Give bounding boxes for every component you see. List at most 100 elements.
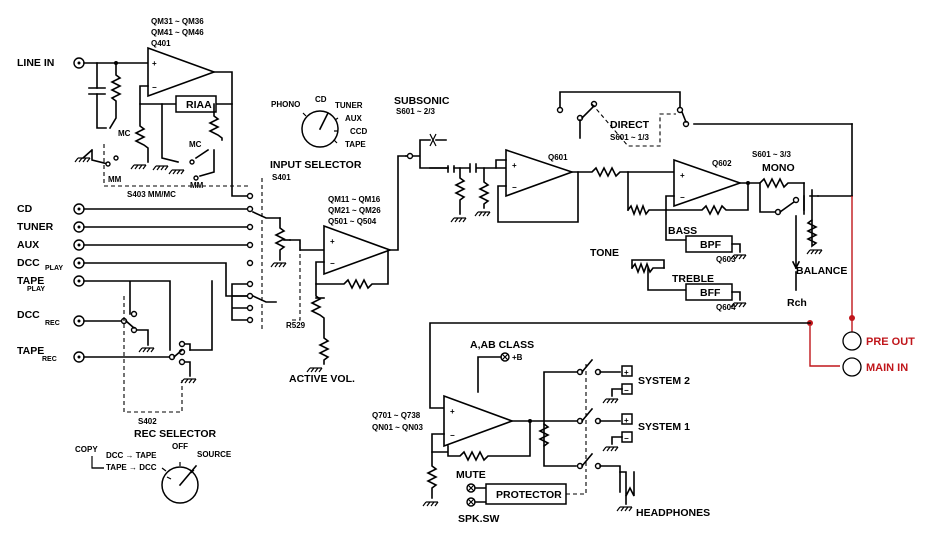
dcc-rec-label: DCC bbox=[17, 309, 40, 321]
treble-label: TREBLE bbox=[672, 273, 714, 285]
tone-label: TONE bbox=[590, 247, 619, 259]
tape-play-label: TAPE bbox=[17, 275, 44, 287]
tape-rec-label: TAPE bbox=[17, 345, 44, 357]
q601-opamp bbox=[505, 148, 575, 198]
svg-text:+: + bbox=[624, 368, 629, 377]
svg-text:REC: REC bbox=[42, 356, 57, 363]
line-in-label: LINE IN bbox=[17, 57, 54, 69]
svg-text:−: − bbox=[152, 83, 157, 92]
svg-text:+: + bbox=[624, 416, 629, 425]
q603-label: Q603 bbox=[716, 255, 736, 264]
qm-mid-3: Q501 ~ Q504 bbox=[328, 217, 377, 226]
plus-b-label: +B bbox=[512, 353, 523, 362]
svg-text:REC: REC bbox=[45, 320, 60, 327]
power-opamp bbox=[443, 394, 515, 448]
bpf-label: BPF bbox=[700, 239, 722, 251]
riaa-label: RIAA bbox=[186, 99, 212, 111]
mono-label: MONO bbox=[762, 162, 795, 174]
qm-top-2: QM41 ~ QM46 bbox=[151, 28, 204, 37]
main-in-label: MAIN IN bbox=[866, 362, 908, 374]
svg-text:−: − bbox=[680, 193, 685, 202]
phono-stage: LINE IN MC MM S403 MM/MC + − QM31 ~ QM36… bbox=[17, 17, 251, 199]
q604-label: Q604 bbox=[716, 303, 736, 312]
mc-label-1: MC bbox=[118, 129, 131, 138]
q601-label: Q601 bbox=[548, 153, 568, 162]
svg-text:PLAY: PLAY bbox=[27, 286, 45, 293]
system1-plus-terminal bbox=[621, 413, 633, 425]
svg-text:−: − bbox=[512, 183, 517, 192]
pre-out-jack[interactable] bbox=[842, 331, 862, 351]
dcc-play-label: DCC bbox=[17, 257, 40, 269]
active-volume-stage: QM11 ~ QM16 QM21 ~ QM26 Q501 ~ Q504 + − … bbox=[270, 155, 407, 385]
ccd-dial-label: CCD bbox=[350, 127, 368, 136]
rch-label: Rch bbox=[787, 297, 807, 309]
s402-label: S402 bbox=[138, 417, 157, 426]
tuner-label: TUNER bbox=[17, 221, 54, 233]
s403-label: S403 MM/MC bbox=[127, 190, 176, 199]
pre-out-label: PRE OUT bbox=[866, 336, 915, 348]
s601-13-label: S601 ~ 1/3 bbox=[610, 133, 649, 142]
qn01-label: QN01 ~ QN03 bbox=[372, 423, 423, 432]
spk-sw-label: SPK.SW bbox=[458, 513, 500, 525]
mm-label-2: MM bbox=[190, 181, 204, 190]
bff-label: BFF bbox=[700, 287, 721, 299]
svg-text:+: + bbox=[450, 407, 455, 416]
svg-text:−: − bbox=[624, 386, 629, 395]
direct-label: DIRECT bbox=[610, 119, 650, 131]
subsonic-direct-section: SUBSONIC S601 ~ 2/3 DIRECT S601 ~ 1/3 bbox=[394, 91, 853, 223]
svg-text:−: − bbox=[450, 431, 455, 440]
q602-label: Q602 bbox=[712, 159, 732, 168]
off-label: OFF bbox=[172, 442, 188, 451]
power-amp-section: A,AB CLASS +B Q701 ~ Q738 QN01 ~ QN03 + … bbox=[372, 339, 710, 525]
phono-opamp bbox=[147, 46, 217, 98]
balance-label: BALANCE bbox=[796, 265, 847, 277]
input-jacks: CD TUNER AUX DCC PLAY TAPE PLAY bbox=[17, 159, 362, 351]
svg-text:PLAY: PLAY bbox=[45, 265, 63, 272]
subsonic-label: SUBSONIC bbox=[394, 95, 450, 107]
svg-text:−: − bbox=[624, 434, 629, 443]
aux-dial-label: AUX bbox=[345, 114, 363, 123]
rec-selector-section: DCC REC TAPE REC S402 REC SELECTOR COPY … bbox=[17, 296, 232, 504]
s601-23-label: S601 ~ 2/3 bbox=[396, 107, 435, 116]
cd-label: CD bbox=[17, 203, 33, 215]
bass-label: BASS bbox=[668, 225, 697, 237]
qm-top-1: QM31 ~ QM36 bbox=[151, 17, 204, 26]
tone-stage: Q601 + − BPF BASS Q603 TONE BFF TREBLE Q… bbox=[495, 148, 853, 312]
pre-out-main-in: PRE OUT MAIN IN bbox=[429, 123, 915, 409]
protector-label: PROTECTOR bbox=[496, 489, 562, 501]
input-selector-label: INPUT SELECTOR bbox=[270, 159, 362, 171]
cd-dial-label: CD bbox=[315, 95, 327, 104]
svg-text:+: + bbox=[152, 59, 157, 68]
copy-label: COPY bbox=[75, 445, 98, 454]
svg-text:−: − bbox=[330, 259, 335, 268]
q701-label: Q701 ~ Q738 bbox=[372, 411, 421, 420]
tuner-dial-label: TUNER bbox=[335, 101, 363, 110]
qm-mid-2: QM21 ~ QM26 bbox=[328, 206, 381, 215]
headphones-label: HEADPHONES bbox=[636, 507, 710, 519]
main-in-jack[interactable] bbox=[842, 357, 862, 377]
dcc-tape-label: DCC → TAPE bbox=[106, 451, 157, 460]
system2-plus-terminal bbox=[621, 365, 633, 377]
volume-opamp bbox=[323, 224, 393, 276]
system2-label: SYSTEM 2 bbox=[638, 375, 690, 387]
aab-class-label: A,AB CLASS bbox=[470, 339, 534, 351]
svg-text:+: + bbox=[512, 161, 517, 170]
mute-label: MUTE bbox=[456, 469, 486, 481]
system1-label: SYSTEM 1 bbox=[638, 421, 690, 433]
svg-text:+: + bbox=[680, 171, 685, 180]
svg-text:+: + bbox=[330, 237, 335, 246]
qm-mid-1: QM11 ~ QM16 bbox=[328, 195, 381, 204]
rec-selector-label: REC SELECTOR bbox=[134, 428, 216, 440]
q602-opamp bbox=[673, 158, 743, 208]
qm-top-3: Q401 bbox=[151, 39, 171, 48]
source-label: SOURCE bbox=[197, 450, 232, 459]
tape-dcc-label: TAPE → DCC bbox=[106, 463, 157, 472]
active-vol-label: ACTIVE VOL. bbox=[289, 373, 355, 385]
mc-label-2: MC bbox=[189, 140, 202, 149]
r529-label: R529 bbox=[286, 321, 306, 330]
aux-label: AUX bbox=[17, 239, 39, 251]
mm-label-1: MM bbox=[108, 175, 122, 184]
riaa-block bbox=[175, 95, 217, 113]
s601-33-label: S601 ~ 3/3 bbox=[752, 150, 791, 159]
